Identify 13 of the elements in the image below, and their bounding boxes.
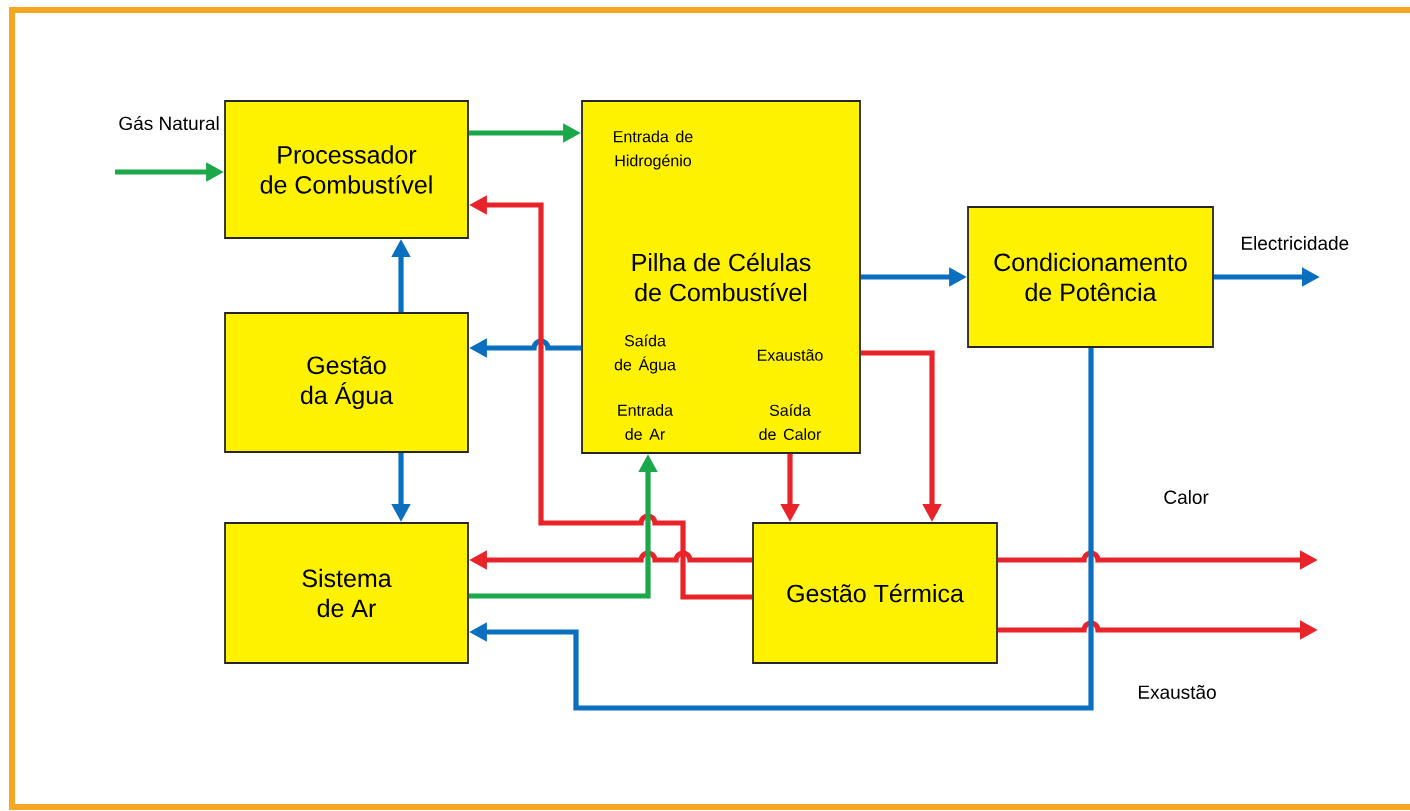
process-box: Gestão Térmica	[752, 522, 998, 664]
process-box: Condicionamento de Potência	[967, 206, 1214, 348]
flow-label: Electricidade	[1241, 236, 1349, 250]
process-box: Gestão da Água	[224, 312, 469, 453]
process-box: Processador de Combustível	[224, 100, 469, 239]
flow-label: Calor	[1164, 490, 1209, 504]
flow-label: Exaustão	[1138, 685, 1216, 699]
port-label: Saída de Calor	[759, 404, 822, 440]
process-box: Sistema de Ar	[224, 522, 469, 664]
port-label: Exaustão	[757, 349, 823, 361]
port-label: Entrada de Ar	[618, 404, 674, 440]
port-label: Saída de Água	[614, 334, 676, 374]
port-label: Entrada de Hidrogénio	[614, 130, 693, 170]
